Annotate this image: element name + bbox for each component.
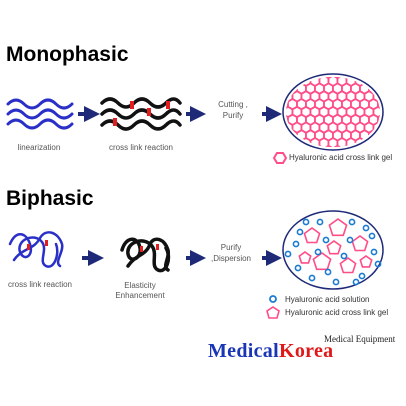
- hexagon-cell-icon: [387, 130, 396, 140]
- cutting-purify-label-line2: Purify: [222, 111, 244, 120]
- hexagon-cell-icon: [275, 91, 284, 101]
- brand-name-medical: Medical: [208, 340, 279, 362]
- brand-logo: MedicalKorea: [208, 340, 333, 363]
- hexagon-cell-icon: [323, 144, 334, 147]
- solution-particle-icon: [324, 268, 332, 276]
- hexagon-cell-icon: [359, 77, 370, 80]
- hexagon-cell-icon: [383, 76, 392, 86]
- pentagon-particle-icon: [328, 218, 348, 237]
- solution-particle-icon: [284, 250, 292, 258]
- solution-particle-icon: [302, 218, 310, 226]
- pentagon-particle-icon: [303, 227, 321, 244]
- solution-particle-icon: [368, 232, 376, 240]
- hexagon-cell-icon: [372, 77, 380, 88]
- pentagon-particle-icon: [326, 240, 342, 255]
- hexagon-cell-icon: [377, 129, 380, 142]
- hexagon-cell-icon: [377, 82, 380, 95]
- hexagon-cell-icon: [372, 136, 380, 147]
- hexagon-cell-icon: [383, 122, 392, 132]
- hexagon-cell-icon: [286, 77, 289, 80]
- hexagon-cell-icon: [387, 115, 396, 125]
- hexagon-cell-icon: [383, 91, 392, 101]
- solution-particle-icon: [308, 274, 316, 282]
- hexagon-cell-icon: [387, 83, 396, 93]
- solution-particle-icon: [346, 236, 354, 244]
- solution-particle-icon: [358, 272, 366, 280]
- brand-tagline: Medical Equipment: [324, 334, 396, 344]
- linearization-fibers-icon: [6, 98, 74, 130]
- brand-name-korea: Korea: [278, 340, 334, 362]
- solution-particle-icon: [294, 264, 302, 272]
- hexagon-cell-icon: [296, 77, 307, 80]
- hexagon-cell-icon: [286, 129, 289, 142]
- solution-legend-icon: [269, 295, 277, 303]
- solution-particle-icon: [374, 260, 382, 268]
- crosslink-gel-ellipse: [275, 68, 396, 151]
- hexagon-cell-icon: [275, 107, 284, 117]
- elasticity-label-line1: Elasticity: [124, 281, 156, 290]
- biphasic-title: Biphasic: [6, 187, 94, 210]
- solution-particle-icon: [332, 278, 340, 286]
- purify-dispersion-label-line1: Purify: [220, 243, 242, 252]
- biphasic-gel-ellipse: [282, 210, 384, 290]
- pentagon-legend-icon: [266, 306, 280, 319]
- elasticity-label-line2: Enhancement: [115, 291, 165, 300]
- solution-particle-icon: [292, 240, 300, 248]
- hexagon-cell-icon: [387, 68, 396, 78]
- tangled-crosslinked-fibers-icon: [120, 237, 171, 273]
- monophasic-title: Monophasic: [6, 43, 129, 66]
- solution-particle-icon: [370, 248, 378, 256]
- hexagon-cell-icon: [377, 77, 380, 80]
- solution-particle-icon: [362, 224, 370, 232]
- hexagon-cell-icon: [286, 77, 294, 88]
- biphasic-cross-link-reaction-label: cross link reaction: [7, 280, 73, 289]
- hexagon-cell-icon: [383, 107, 392, 117]
- solution-particle-icon: [340, 252, 348, 260]
- solution-particle-icon: [322, 236, 330, 244]
- pentagon-particle-icon: [312, 252, 332, 271]
- solution-particle-icon: [352, 278, 360, 286]
- pentagon-particle-icon: [339, 257, 357, 274]
- hexagon-cell-icon: [287, 77, 298, 80]
- cross-link-reaction-label: cross link reaction: [108, 143, 174, 152]
- hexagon-cell-icon: [387, 99, 396, 109]
- solution-particle-icon: [296, 228, 304, 236]
- gel-legend-label: Hyaluronic acid cross link gel: [289, 153, 393, 162]
- solution-particle-icon: [314, 248, 322, 256]
- hexagon-cell-icon: [383, 138, 392, 148]
- hexagon-legend-icon: [272, 152, 288, 164]
- crosslinked-fibers-icon: [100, 97, 182, 131]
- solution-legend-label: Hyaluronic acid solution: [285, 295, 370, 304]
- tangled-fibers-icon: [8, 231, 64, 268]
- linearization-label: linearization: [17, 143, 61, 152]
- solution-particle-icon: [348, 218, 356, 226]
- cutting-purify-label-line1: Cutting ,: [218, 100, 248, 109]
- pentagon-particle-icon: [359, 255, 373, 268]
- hexagon-cell-icon: [275, 122, 284, 132]
- pentagon-particle-icon: [351, 235, 369, 252]
- hexagon-cell-icon: [368, 77, 379, 80]
- solution-particle-icon: [316, 218, 324, 226]
- purify-dispersion-label-line2: ,Dispersion: [210, 254, 251, 263]
- pentagon-particle-icon: [298, 251, 312, 264]
- hexagon-cell-icon: [275, 138, 284, 148]
- biphasic-gel-legend-label: Hyaluronic acid cross link gel: [285, 308, 389, 317]
- hexagon-cell-icon: [275, 76, 284, 86]
- hexagon-cell-icon: [286, 136, 294, 147]
- hexagon-cell-icon: [332, 144, 343, 147]
- hexagon-cell-icon: [286, 82, 289, 95]
